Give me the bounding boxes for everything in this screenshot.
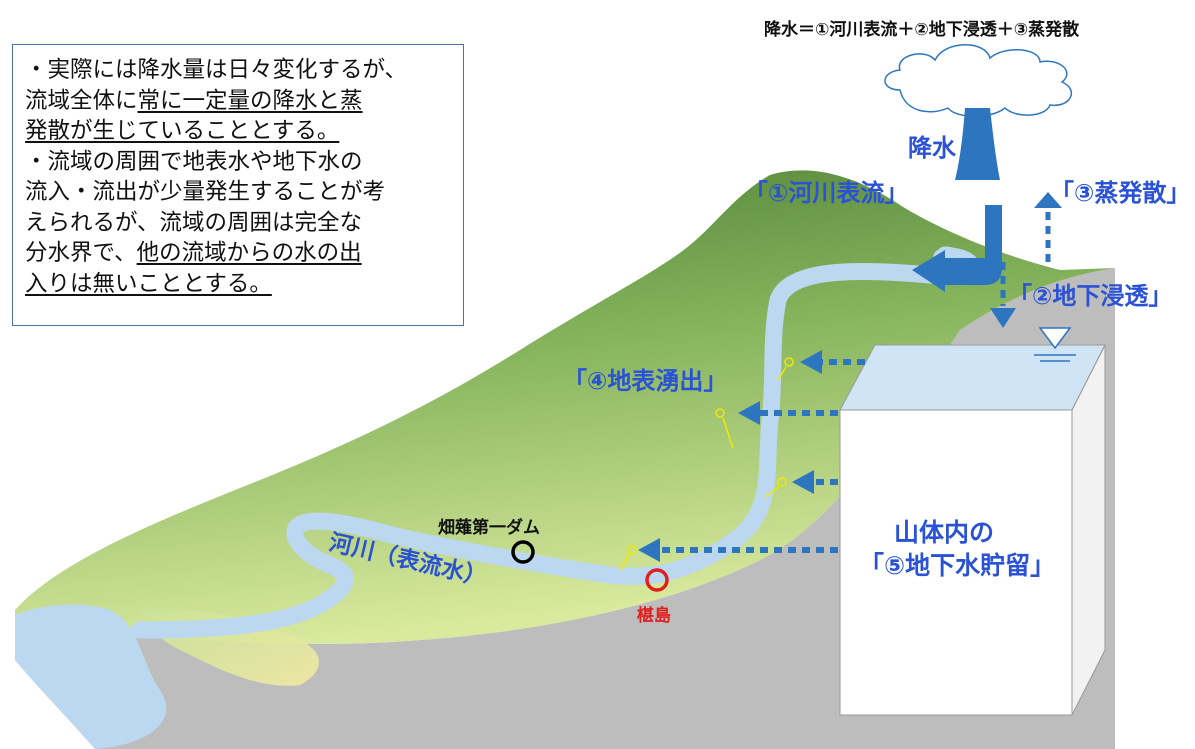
spring-arrow-1 [800,350,865,374]
spring-arrow-4 [638,538,838,562]
lake [15,604,167,749]
note-underlined-text: 常に一定量の降水と蒸 [137,87,363,114]
spring-marker-icons [619,357,794,571]
note-text: 分水界で、 [25,240,137,266]
spring-arrow-3 [792,470,838,494]
infiltration-label: 「②地下浸透」 [1008,282,1173,310]
storage-label-line2: 「⑤地下水貯留」 [859,551,1056,580]
dam-label: 畑薙第一ダム [438,518,540,538]
water-balance-equation: 降水＝①河川表流＋②地下浸透＋③蒸発散 [764,20,1080,40]
water-level-icon [1034,327,1076,362]
cloud-icon [884,44,1073,117]
spring-label: 「④地表湧出」 [563,367,728,395]
evapotranspiration-arrow [1034,192,1062,262]
storage-box-top [840,345,1105,410]
note-text: 流域全体に [25,87,138,114]
rainfall-arrow [955,108,1000,180]
note-underlined-text: 発散が生じていることとする。 [25,118,340,144]
note-line: 入りは無いこととする。 [25,269,451,300]
note-line: ・流域の周囲で地表水や地下水の [25,148,363,175]
rain-label: 降水 [908,134,956,162]
station-marker [645,568,669,592]
evapotranspiration-label: 「③蒸発散」 [1050,179,1191,207]
station-label: 椹島 [637,606,671,626]
note-line: えられるが、流域の周囲は完全な [25,209,363,236]
note-underlined-text: 他の流域からの水の出 [136,240,362,266]
spring-arrow-2 [738,401,838,425]
note-line: 発散が生じていることとする。 [25,116,451,147]
note-line: 流入・流出が少量発生することが考 [25,179,386,205]
storage-box-front [839,409,1073,716]
river-flow-arrow [912,205,1002,292]
assumption-note-box: ・実際には降水量は日々変化するが、 流域全体に常に一定量の降水と蒸 発散が生じて… [12,44,464,326]
note-line: 流域全体に常に一定量の降水と蒸 [25,86,451,117]
dam-marker [511,540,535,564]
note-line: ・実際には降水量は日々変化するが、 [25,57,408,83]
river-surface-label: 「①河川表流」 [744,179,909,207]
note-line: 分水界で、他の流域からの水の出 [25,238,451,269]
note-underlined-text: 入りは無いこととする。 [25,270,272,297]
river [131,246,979,639]
infiltration-arrow [990,262,1016,328]
storage-label-line1: 山体内の [894,518,995,547]
